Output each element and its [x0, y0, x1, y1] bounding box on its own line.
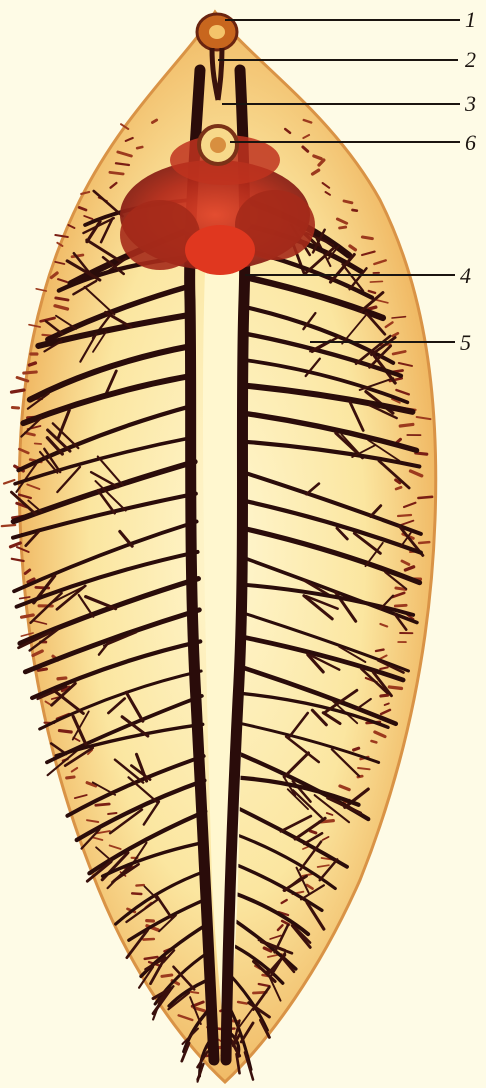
marginal-branch	[371, 741, 376, 742]
callout-label-4: 4	[460, 263, 471, 288]
callout-label-5: 5	[460, 330, 471, 355]
marginal-branch	[137, 147, 142, 148]
marginal-branch	[2, 525, 15, 526]
marginal-branch	[238, 1002, 247, 1004]
marginal-branch	[38, 669, 46, 670]
callout-label-2: 2	[465, 47, 476, 72]
callout-label-3: 3	[464, 91, 476, 116]
callout-label-6: 6	[465, 130, 476, 155]
marginal-branch	[108, 813, 116, 814]
marginal-branch	[59, 731, 71, 732]
marginal-branch	[4, 480, 14, 484]
marginal-branch	[136, 885, 143, 886]
marginal-branch	[11, 543, 21, 547]
marginal-branch	[58, 678, 66, 679]
marginal-branch	[389, 687, 401, 688]
callout-label-1: 1	[465, 7, 476, 32]
marginal-branch	[358, 768, 370, 769]
marginal-branch	[381, 695, 388, 696]
marginal-branch	[400, 424, 413, 426]
marginal-branch	[416, 453, 427, 454]
marginal-branch	[96, 804, 109, 805]
marginal-branch	[362, 237, 372, 239]
marginal-branch	[354, 748, 359, 750]
marginal-branch	[22, 615, 34, 617]
marginal-branch	[419, 542, 429, 543]
marginal-branch	[418, 497, 432, 498]
marginal-branch	[370, 281, 382, 282]
ventral-sucker	[199, 126, 237, 164]
marginal-branch	[340, 227, 346, 228]
marginal-branch	[395, 605, 406, 606]
marginal-branch	[67, 777, 74, 778]
marginal-branch	[162, 975, 172, 976]
marginal-branch	[56, 298, 68, 300]
marginal-branch	[12, 390, 24, 392]
marginal-branch	[344, 201, 352, 203]
marginal-branch	[110, 172, 123, 174]
marginal-branch	[376, 650, 384, 651]
marginal-branch	[24, 372, 36, 373]
marginal-branch	[132, 893, 141, 894]
marginal-branch	[35, 443, 41, 444]
marginal-branch	[143, 939, 153, 940]
marginal-branch	[29, 363, 35, 365]
marginal-branch	[352, 210, 356, 211]
marginal-branch	[396, 487, 401, 489]
marginal-branch	[369, 307, 376, 309]
marginal-branch	[310, 831, 316, 833]
marginal-branch	[398, 515, 411, 516]
